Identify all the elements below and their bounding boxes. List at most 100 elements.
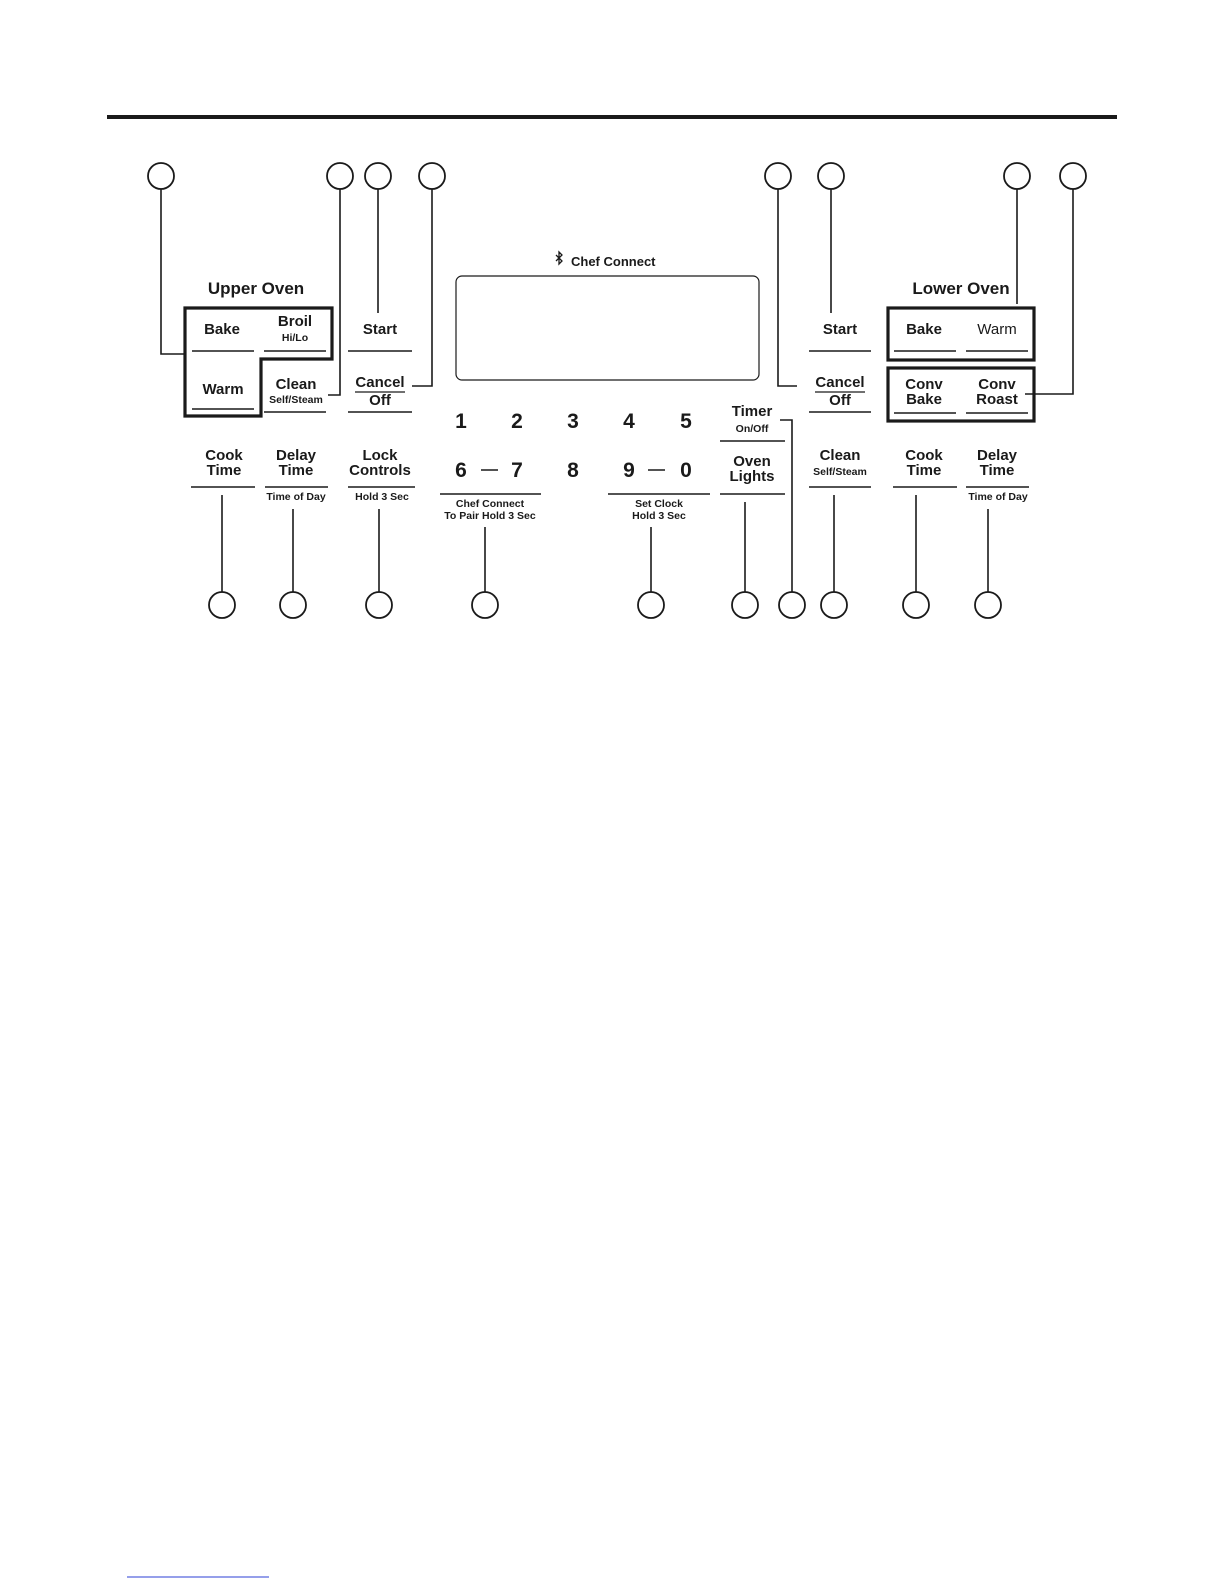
lower-clean-sublabel: Self/Steam (813, 466, 867, 478)
callout-circles (147, 162, 1087, 619)
callout-circle (364, 162, 392, 190)
lower-oven-conv-group (886, 366, 1036, 423)
timer-sublabel: On/Off (736, 423, 769, 435)
lower-time-of-day-sublabel: Time of Day (968, 491, 1027, 503)
leader-upper-warm (160, 188, 184, 355)
callout-circle (817, 162, 845, 190)
lower-delay-time-label: Time (980, 462, 1015, 479)
callout-circle (418, 162, 446, 190)
callout-circle (637, 591, 665, 619)
callout-circle (902, 591, 930, 619)
leader-lower-conv (1025, 188, 1074, 395)
upper-clean-button[interactable]: Clean Self/Steam (264, 376, 326, 413)
keypad: 1 2 3 4 5 6 7 8 9 0 Chef Connect To Pair… (440, 410, 710, 522)
upper-delay-time-button[interactable]: Delay Time Time of Day (265, 447, 328, 503)
upper-time-of-day-sublabel: Time of Day (266, 491, 325, 503)
set-clock-sublabel: Set Clock (635, 498, 683, 510)
upper-warm-button[interactable]: Warm (192, 381, 254, 410)
upper-delay-time-label: Time (279, 462, 314, 479)
leader-timer (780, 419, 793, 592)
upper-clean-sublabel: Self/Steam (269, 394, 323, 406)
callout-circle (208, 591, 236, 619)
upper-warm-label: Warm (202, 381, 243, 398)
lower-warm-label: Warm (977, 321, 1016, 338)
timer-button[interactable]: Timer On/Off (720, 403, 785, 442)
key-4[interactable]: 4 (623, 410, 635, 433)
lower-conv-roast-button[interactable]: Conv Roast (966, 376, 1028, 414)
key-0[interactable]: 0 (680, 459, 692, 482)
lower-conv-bake-label: Conv (905, 376, 943, 393)
upper-cook-time-label: Time (207, 462, 242, 479)
lower-conv-roast-label-2: Roast (976, 391, 1018, 408)
upper-start-button[interactable]: Start (348, 321, 412, 352)
upper-off-label: Off (369, 392, 392, 409)
callout-circle (974, 591, 1002, 619)
lower-cook-label: Cook (905, 447, 943, 464)
set-clock-hold-sublabel: Hold 3 Sec (632, 510, 686, 522)
key-9[interactable]: 9 (623, 459, 635, 482)
callout-circle (820, 591, 848, 619)
key-7[interactable]: 7 (511, 459, 523, 482)
display-header: Chef Connect (555, 250, 656, 269)
key-5[interactable]: 5 (680, 410, 692, 433)
lower-start-label: Start (823, 321, 857, 338)
upper-start-label: Start (363, 321, 397, 338)
callout-circle (326, 162, 354, 190)
lower-clean-button[interactable]: Clean Self/Steam (809, 447, 871, 488)
lower-bake-label: Bake (906, 321, 942, 338)
upper-cook-time-button[interactable]: Cook Time (191, 447, 255, 488)
key-6[interactable]: 6 (455, 459, 467, 482)
key-3[interactable]: 3 (567, 410, 579, 433)
upper-cook-label: Cook (205, 447, 243, 464)
lower-cook-time-button[interactable]: Cook Time (893, 447, 957, 488)
leader-lines (160, 188, 1074, 592)
leader-lower-cancel (777, 188, 797, 387)
upper-oven-mode-group (183, 306, 334, 418)
upper-delay-label: Delay (276, 447, 317, 464)
callout-circle (778, 591, 806, 619)
bluetooth-icon (555, 250, 563, 266)
upper-bake-button[interactable]: Bake (192, 321, 254, 352)
upper-broil-label: Broil (278, 313, 312, 330)
upper-cancel-label: Cancel (355, 374, 404, 391)
display-title: Chef Connect (571, 254, 656, 269)
key-2[interactable]: 2 (511, 410, 523, 433)
lights-label: Lights (730, 468, 775, 485)
chef-connect-sublabel: Chef Connect (456, 498, 525, 510)
lower-conv-roast-label: Conv (978, 376, 1016, 393)
lower-bake-button[interactable]: Bake (894, 321, 956, 352)
key-1[interactable]: 1 (455, 410, 467, 433)
lower-conv-bake-button[interactable]: Conv Bake (894, 376, 956, 414)
callout-circle (365, 591, 393, 619)
callout-circle (764, 162, 792, 190)
callout-circle (1059, 162, 1087, 190)
lower-delay-label: Delay (977, 447, 1018, 464)
lock-controls-label: Controls (349, 462, 411, 479)
leader-upper-cancel (412, 188, 433, 387)
lower-delay-time-button[interactable]: Delay Time Time of Day (966, 447, 1029, 503)
upper-clean-label: Clean (276, 376, 317, 393)
lower-cancel-label: Cancel (815, 374, 864, 391)
lower-start-button[interactable]: Start (809, 321, 871, 352)
oven-lights-button[interactable]: Oven Lights (720, 453, 785, 495)
lower-clean-label: Clean (820, 447, 861, 464)
callout-circle (471, 591, 499, 619)
chef-connect-pair-sublabel: To Pair Hold 3 Sec (444, 510, 536, 522)
callout-circle (1003, 162, 1031, 190)
key-8[interactable]: 8 (567, 459, 579, 482)
callout-circle (731, 591, 759, 619)
leader-upper-clean (328, 188, 341, 396)
callout-circle (279, 591, 307, 619)
lower-off-label: Off (829, 392, 852, 409)
upper-broil-button[interactable]: Broil Hi/Lo (264, 313, 326, 352)
upper-cancel-off-button[interactable]: Cancel Off (348, 374, 412, 413)
lock-hold-sublabel: Hold 3 Sec (355, 491, 409, 503)
lower-oven-heading: Lower Oven (912, 279, 1009, 298)
timer-label: Timer (732, 403, 773, 420)
lower-warm-button[interactable]: Warm (966, 321, 1028, 352)
lower-oven-mode-group (886, 306, 1036, 362)
lock-label: Lock (362, 447, 398, 464)
lower-cancel-off-button[interactable]: Cancel Off (809, 374, 871, 413)
lock-controls-button[interactable]: Lock Controls Hold 3 Sec (348, 447, 415, 503)
